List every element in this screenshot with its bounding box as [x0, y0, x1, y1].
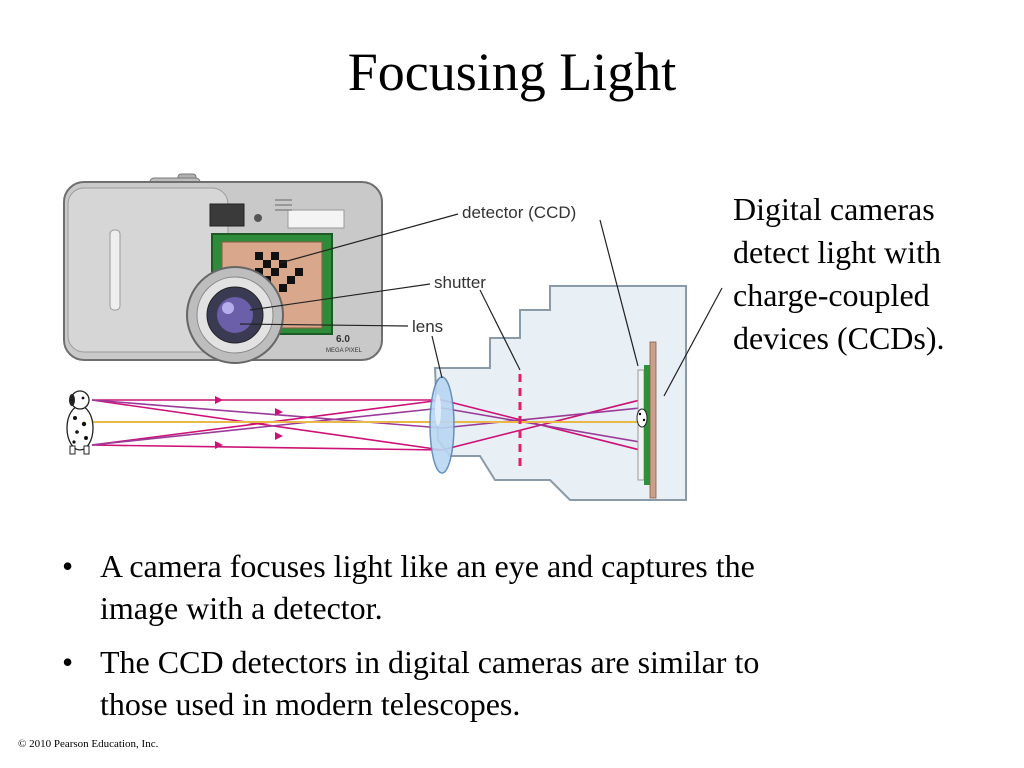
lens-label: lens: [412, 317, 443, 336]
bullet-line: those used in modern telescopes.: [100, 686, 521, 722]
projected-dog-image: [636, 408, 648, 428]
bullet-list: • A camera focuses light like an eye and…: [62, 545, 1002, 737]
bullet-line: image with a detector.: [100, 590, 383, 626]
shutter-label: shutter: [434, 273, 486, 292]
detector-ccd-label: detector (CCD): [462, 203, 576, 222]
camera-diagram: 6.0 MEGA PIXEL: [63, 173, 723, 501]
lens-element: [429, 376, 455, 474]
slide-title: Focusing Light: [347, 42, 677, 102]
side-caption-line: charge-coupled: [733, 277, 930, 313]
side-caption-line: Digital cameras: [733, 191, 935, 227]
dalmatian-dog-icon: [66, 390, 94, 455]
side-caption-line: devices (CCDs).: [733, 320, 945, 356]
bullet-line: The CCD detectors in digital cameras are…: [100, 644, 760, 680]
bullet-line: A camera focuses light like an eye and c…: [100, 548, 755, 584]
bullet-marker: •: [62, 644, 74, 680]
light-rays: [91, 396, 641, 451]
camera-model-text: 6.0: [336, 334, 350, 345]
side-caption-line: detect light with: [733, 234, 941, 270]
bullet-item: • The CCD detectors in digital cameras a…: [62, 641, 1002, 725]
label-leader-lines: [239, 213, 639, 379]
digital-camera-illustration: 6.0 MEGA PIXEL: [63, 173, 383, 364]
bullet-item: • A camera focuses light like an eye and…: [62, 545, 1002, 629]
detector-ccd-element: [644, 365, 650, 485]
caption-leader-line: [663, 287, 723, 397]
bullet-marker: •: [62, 548, 74, 584]
camera-megapixel-text: MEGA PIXEL: [326, 348, 363, 354]
side-caption: Digital cameras detect light with charge…: [733, 188, 1018, 360]
copyright-notice: © 2010 Pearson Education, Inc.: [18, 738, 159, 750]
